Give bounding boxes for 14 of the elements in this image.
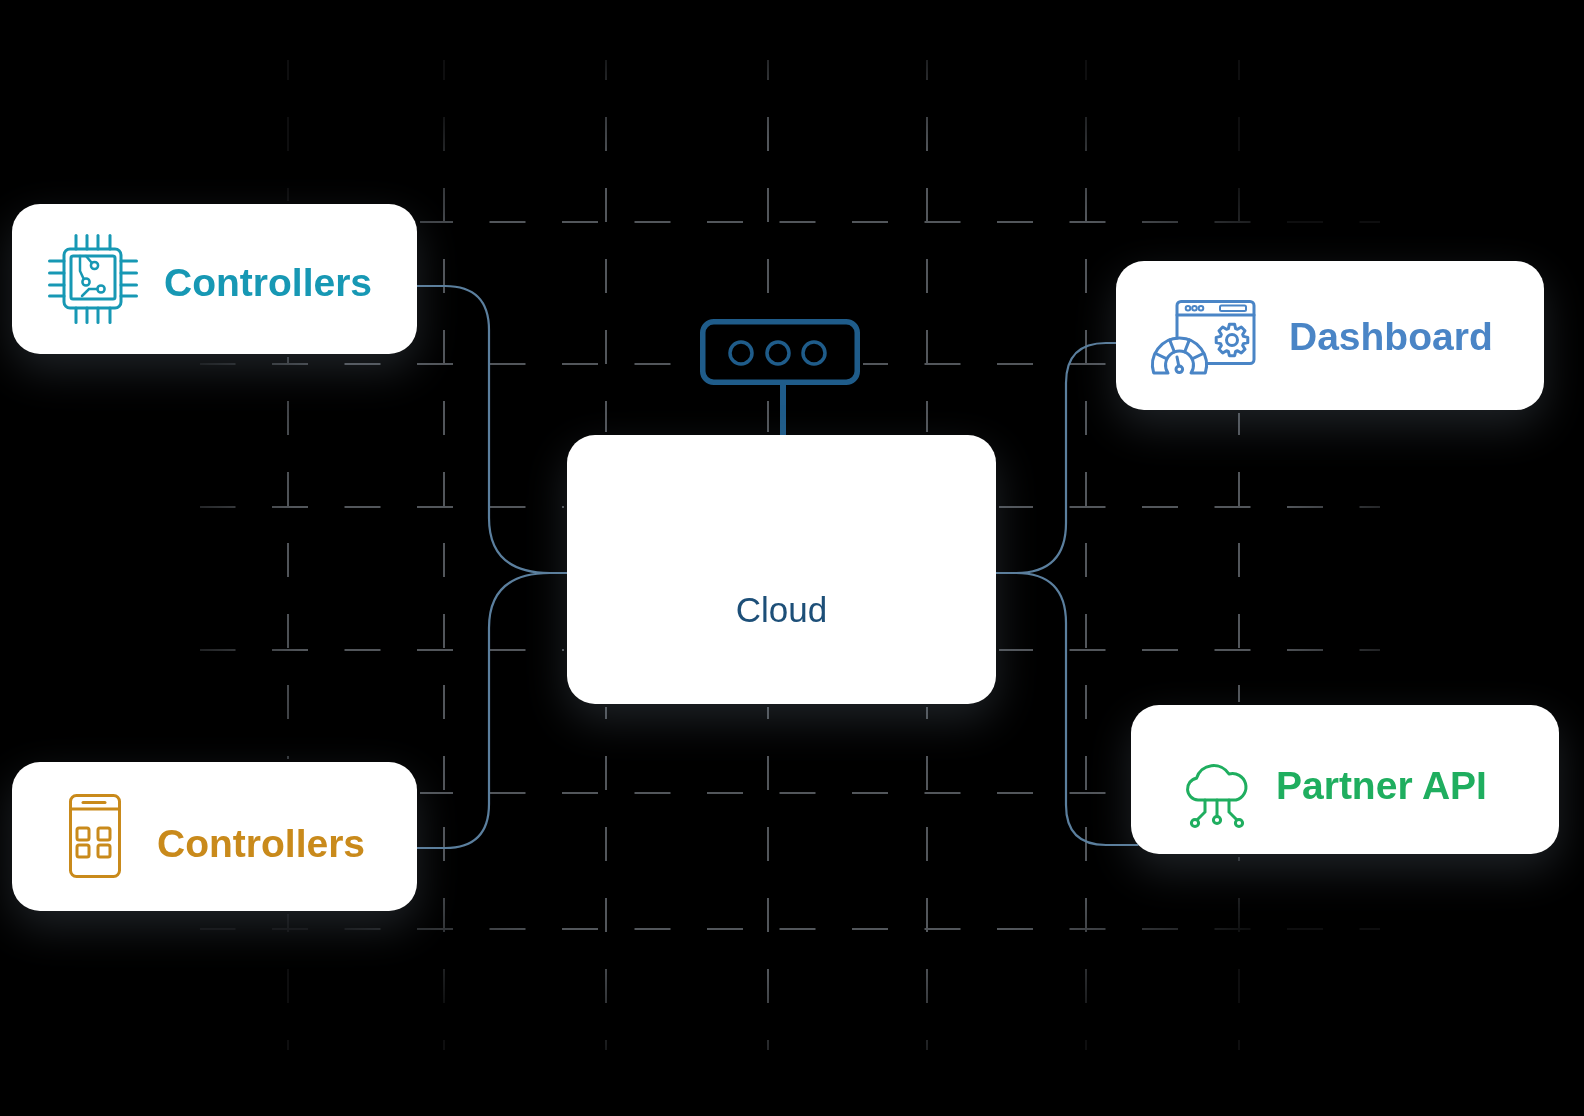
node-label: Controllers <box>157 821 366 867</box>
node-label: Partner API <box>1276 763 1487 809</box>
connector-line <box>417 571 567 850</box>
connector-line <box>996 571 1139 847</box>
device-box <box>700 319 860 385</box>
node-card <box>1116 261 1544 410</box>
node-card <box>12 762 417 911</box>
node-label: Dashboard <box>1289 314 1493 360</box>
node-label: Controllers <box>164 260 373 306</box>
center-card <box>567 435 996 704</box>
connector-line <box>780 385 786 435</box>
center-label: Cloud <box>735 589 828 631</box>
node-card <box>1131 705 1559 854</box>
node-card <box>12 204 417 354</box>
